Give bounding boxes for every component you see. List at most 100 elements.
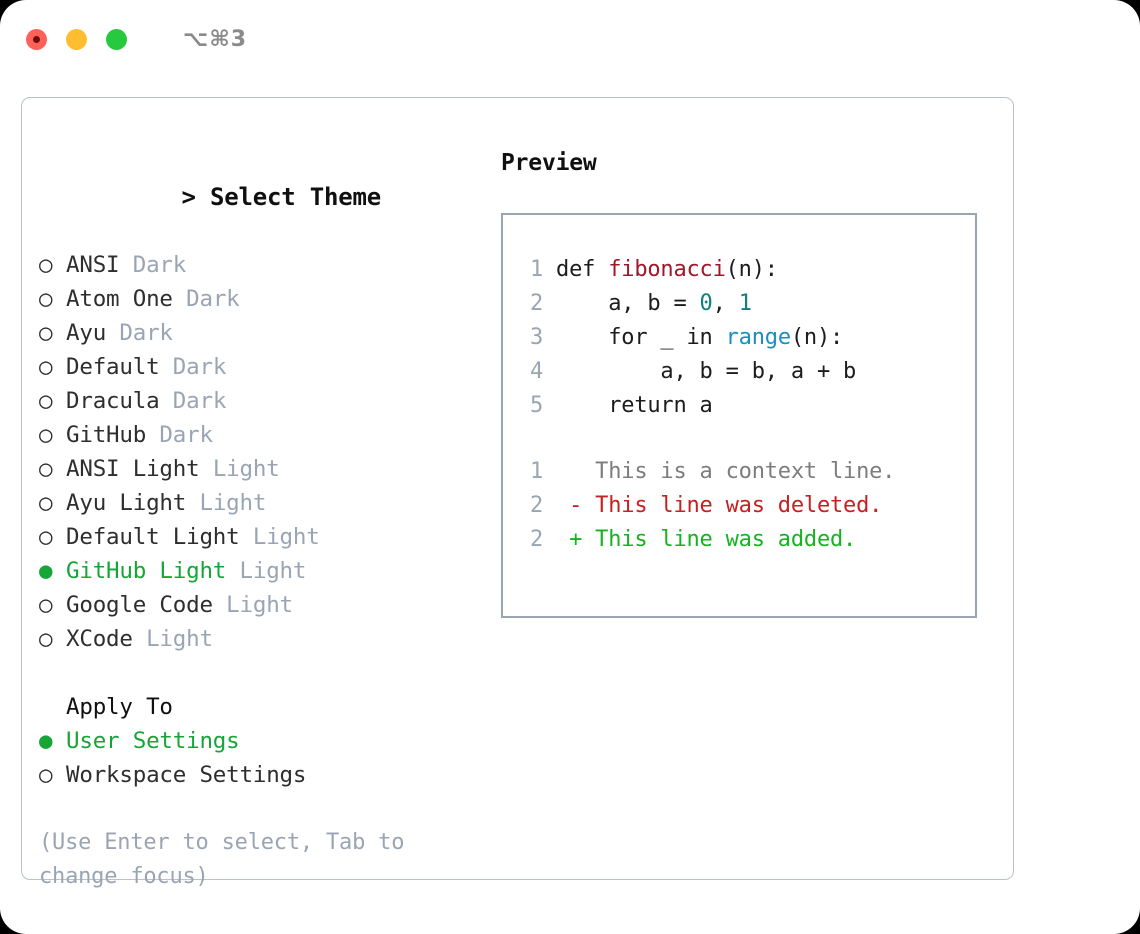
theme-option-label: XCode [66,626,133,652]
preview-title: Preview [501,150,597,176]
theme-option-label: Google Code [66,592,213,618]
code-gutter-space [543,257,556,282]
theme-variant-tag: Light [199,456,280,482]
code-token-plain: return a [556,393,713,418]
code-gutter-space [543,359,556,384]
radio-unselected-icon: ○ [39,456,53,482]
code-token-fn: fibonacci [608,257,726,282]
theme-variant-tag: Dark [172,286,240,312]
theme-option-label: Default [66,354,160,380]
theme-option-dracula[interactable]: ○ Dracula Dark [39,384,479,418]
radio-unselected-icon: ○ [39,592,53,618]
apply-to-option-label: Workspace Settings [66,762,307,788]
main-panel: > Select Theme ○ANSI Dark○Atom One Dark○… [21,97,1014,889]
select-theme-title: Select Theme [210,183,381,211]
diff-line-text: This is a context line. [543,459,896,484]
apply-to-option-user-settings[interactable]: ● User Settings [39,724,479,758]
code-line: 1 def fibonacci(n): [521,253,975,287]
code-line-number: 2 [529,291,543,316]
theme-picker-column: > Select Theme ○ANSI Dark○Atom One Dark○… [39,146,479,894]
code-token-plain: , [712,291,739,316]
diff-line-text: - This line was deleted. [543,493,883,518]
radio-unselected-icon: ○ [39,320,53,346]
code-token-num: 1 [738,291,752,316]
theme-option-ansi[interactable]: ○ANSI Dark [39,248,479,282]
apply-to-list: ● User Settings ○ Workspace Settings [39,724,479,792]
apply-to-option-workspace-settings[interactable]: ○ Workspace Settings [39,758,479,792]
theme-option-label: Default Light [66,524,240,550]
radio-unselected-icon: ○ [39,626,53,652]
code-line: 2 a, b = 0, 1 [521,287,975,321]
radio-unselected-icon: ○ [39,524,53,550]
code-token-plain: (n): [725,257,778,282]
diff-line-add: 2 + This line was added. [521,523,975,557]
apply-to-option-label: User Settings [66,728,240,754]
theme-variant-tag: Dark [159,388,227,414]
code-line-number: 5 [529,393,543,418]
code-gutter-space [543,325,556,350]
code-line: 3 for _ in range(n): [521,321,975,355]
apply-to-marker-spacer: ○ [39,690,66,724]
radio-selected-icon: ● [39,558,53,584]
radio-unselected-icon: ○ [39,490,53,516]
theme-option-github[interactable]: ○GitHub Dark [39,418,479,452]
theme-option-github-light[interactable]: ● GitHub Light Light [39,554,479,588]
theme-option-label: GitHub [66,422,147,448]
theme-option-ayu[interactable]: ○Ayu Dark [39,316,479,350]
diff-line-number: 1 [529,459,543,484]
theme-variant-tag: Light [239,524,320,550]
theme-option-label: Ayu [66,320,107,346]
diff-sample: 1 This is a context line.2 - This line w… [521,455,975,557]
code-token-plain: a, b = [556,291,700,316]
theme-variant-tag: Light [226,558,307,584]
close-window-button[interactable] [26,28,47,50]
theme-option-label: Atom One [66,286,173,312]
radio-unselected-icon: ○ [39,388,53,414]
code-line: 4 a, b = b, a + b [521,355,975,389]
diff-line-text: + This line was added. [543,527,857,552]
code-token-plain: for _ in [556,325,726,350]
theme-option-google-code[interactable]: ○ Google Code Light [39,588,479,622]
code-token-plain: (n): [790,325,844,350]
traffic-light-group [26,28,127,50]
theme-option-atom-one[interactable]: ○ Atom One Dark [39,282,479,316]
code-gutter-space [543,291,556,316]
title-bar: ⌥⌘3 [0,0,1140,78]
theme-variant-tag: Dark [159,354,227,380]
minimize-window-button[interactable] [66,28,87,50]
theme-option-label: GitHub Light [66,558,227,584]
theme-option-label: Dracula [66,388,160,414]
diff-line-del: 2 - This line was deleted. [521,489,975,523]
radio-unselected-icon: ○ [39,422,53,448]
theme-option-label: Ayu Light [66,490,187,516]
theme-variant-tag: Light [212,592,293,618]
keyboard-shortcut-label: ⌥⌘3 [183,26,248,52]
keyboard-hint-text: (Use Enter to select, Tab to change focu… [39,830,405,889]
theme-option-ayu-light[interactable]: ○ Ayu Light Light [39,486,479,520]
theme-variant-tag: Light [186,490,267,516]
radio-unselected-icon: ○ [39,762,53,788]
code-token-num: 0 [699,291,713,316]
radio-selected-icon: ● [39,728,53,754]
theme-option-label: ANSI [66,252,120,278]
theme-option-ansi-light[interactable]: ○ANSI Light Light [39,452,479,486]
list-spacer [39,656,479,690]
code-line: 5 return a [521,389,975,423]
preview-gap [521,423,975,455]
select-theme-header: > Select Theme [39,146,479,248]
code-token-plain: def [556,257,609,282]
preview-column: Preview 1 def fibonacci(n):2 a, b = 0, 1… [501,146,991,618]
radio-unselected-icon: ○ [39,286,53,312]
theme-option-default-light[interactable]: ○ Default Light Light [39,520,479,554]
radio-unselected-icon: ○ [39,252,53,278]
code-line-number: 4 [529,359,543,384]
apply-to-title: Apply To [66,694,173,720]
theme-option-xcode[interactable]: ○XCode Light [39,622,479,656]
code-token-plain: a, b = b, a + b [556,359,857,384]
diff-line-number: 2 [529,493,543,518]
maximize-window-button[interactable] [106,28,127,50]
theme-option-default[interactable]: ○Default Dark [39,350,479,384]
